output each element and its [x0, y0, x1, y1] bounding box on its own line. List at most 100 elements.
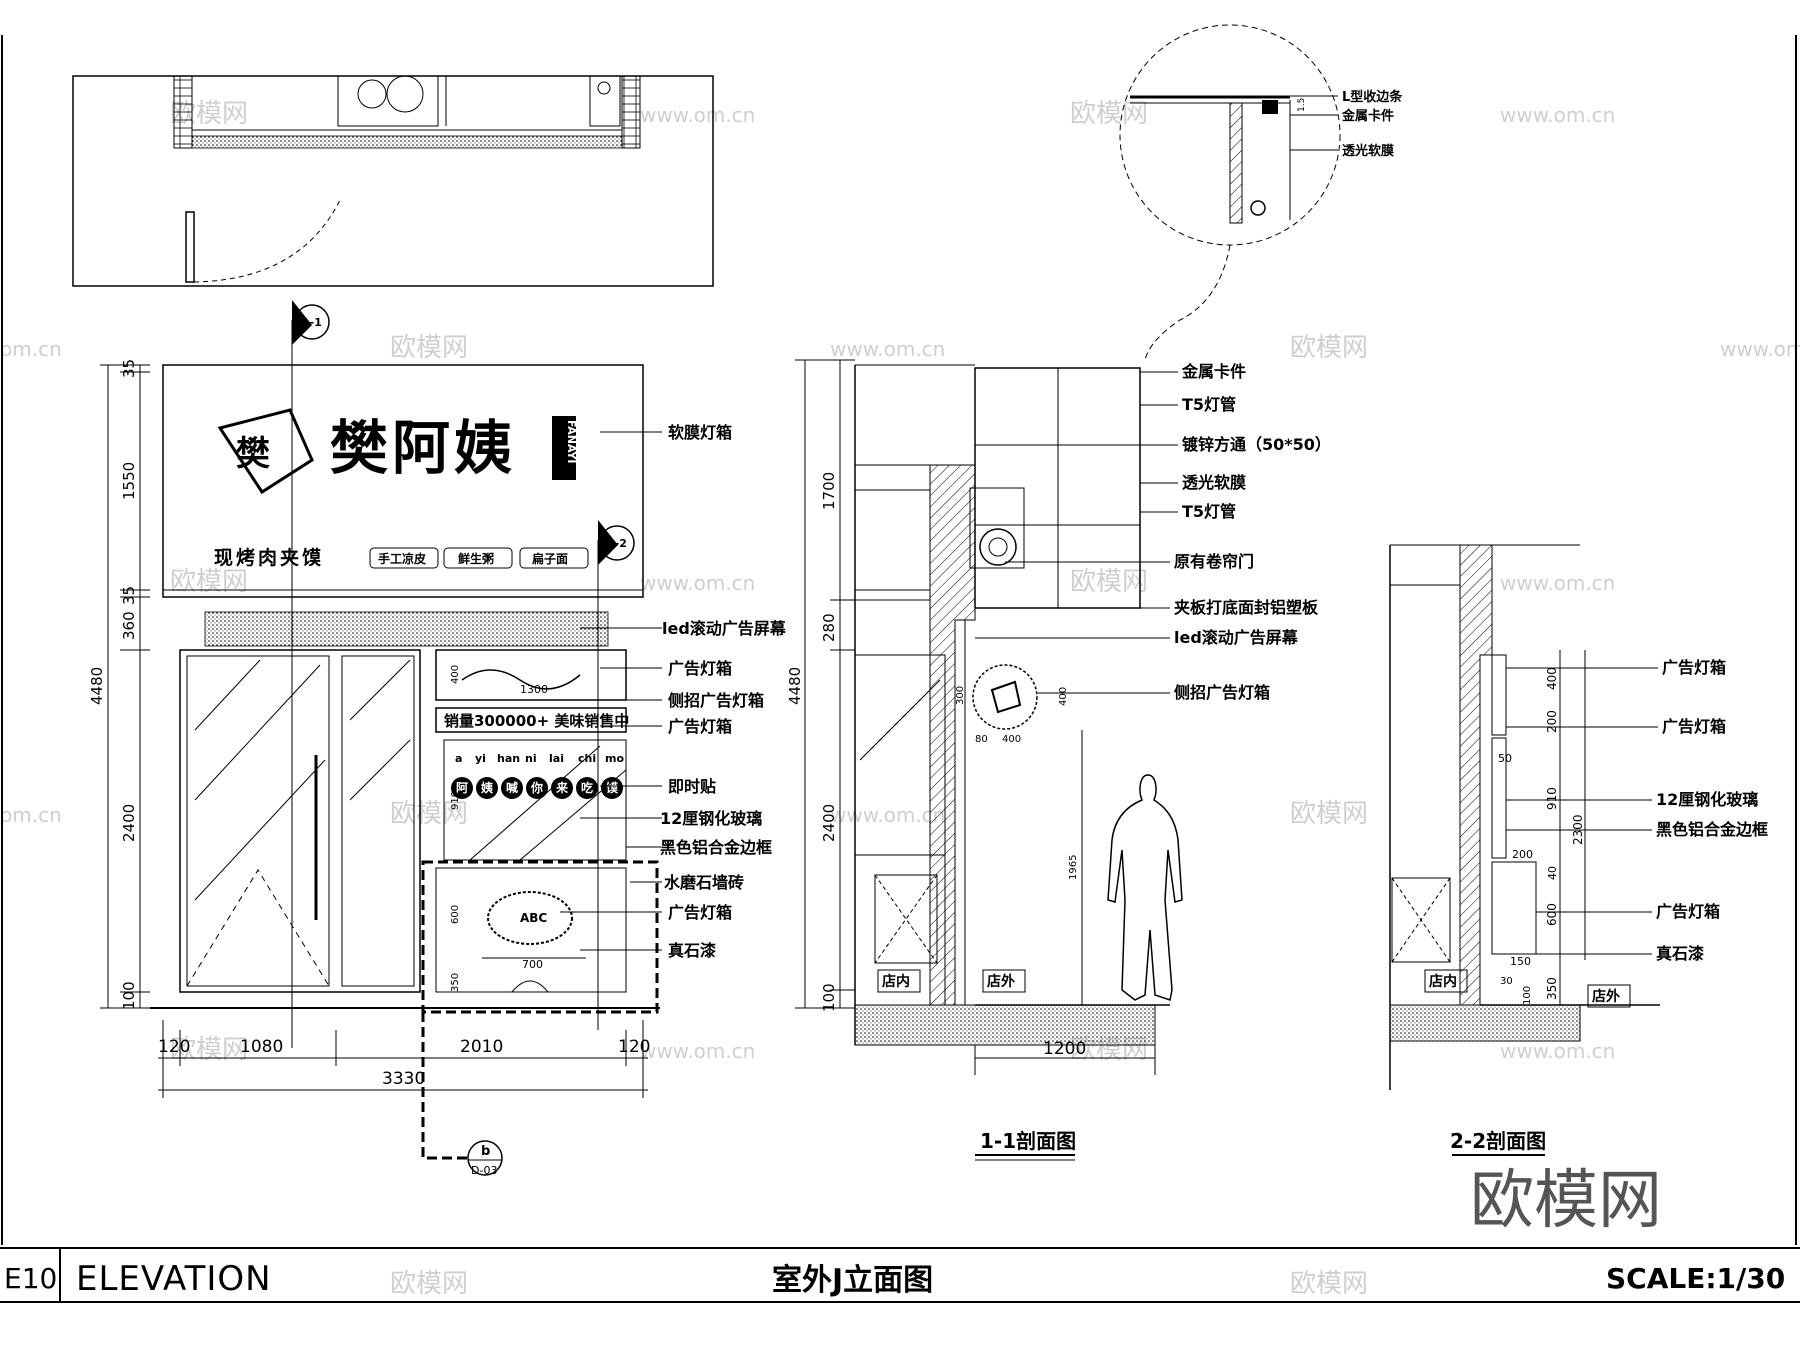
callout: 侧招广告灯箱: [668, 691, 764, 710]
dim-text-total: 4480: [786, 667, 804, 705]
brand-watermark-logo: 欧模网: [1470, 1164, 1662, 1238]
slogan: 现烤肉夹馍: [214, 546, 324, 569]
watermark: 欧模网: [1290, 799, 1368, 829]
inner-dim: 700: [522, 958, 543, 971]
glass-hatch: [349, 659, 411, 721]
main-elevation: 樊 樊阿姨 FANAYI 现烤肉夹馍 手工凉皮 鲜生粥 扁子面 销量300000…: [88, 300, 787, 1177]
callout: 黑色铝合金边框: [1656, 820, 1768, 839]
inner-dim: 1965: [1068, 855, 1079, 880]
glass-hatch: [519, 769, 627, 861]
detail-boundary: [421, 860, 659, 1014]
dim-text: 100: [1522, 986, 1533, 1005]
dim-text: 600: [1545, 903, 1559, 926]
plan-door-swing: [193, 199, 341, 283]
callout: 侧招广告灯箱: [1174, 683, 1270, 702]
glass-hatch: [859, 679, 941, 761]
led-screen: [204, 611, 609, 647]
detail-bubble-top: b: [481, 1144, 490, 1159]
char-circle: [601, 777, 623, 799]
section-floor: [1389, 1004, 1581, 1042]
watermark: om.cn: [0, 803, 62, 827]
inner-dim: 300: [955, 686, 966, 705]
callout: T5灯管: [1182, 395, 1236, 414]
label-outside: 店外: [1592, 988, 1620, 1005]
char-circle: [451, 777, 473, 799]
circle-char: 馍: [606, 780, 618, 795]
detail-wall: [1229, 102, 1243, 224]
label-box: [1424, 969, 1468, 993]
pinyin: a: [455, 752, 462, 765]
callout: 广告灯箱: [668, 717, 732, 736]
drawing-title: 室外J立面图: [772, 1263, 933, 1298]
dim-text: 2400: [120, 804, 138, 842]
callout: 真石漆: [668, 941, 716, 960]
pinyin: mo: [605, 752, 624, 765]
section-title: 2-2剖面图: [1450, 1129, 1546, 1153]
callout: 12厘钢化玻璃: [660, 809, 762, 828]
section-id: 2-2: [607, 537, 627, 550]
pinyin: ni: [525, 752, 537, 765]
stamp-text: ABC: [520, 911, 547, 925]
plan-view: [72, 75, 714, 287]
pinyin: lai: [549, 752, 564, 765]
tag-text: 鲜生粥: [458, 551, 494, 566]
glass-hatch: [194, 659, 261, 731]
glass-hatch: [469, 745, 601, 861]
dim-text: 2400: [820, 804, 838, 842]
tag-text: 扁子面: [532, 551, 568, 566]
callout: 即时贴: [668, 777, 716, 796]
logo-char: 樊: [236, 434, 270, 474]
dims-left: 35 1550 35 360 2400 100 4480: [88, 359, 150, 1010]
dim-text: 120: [158, 1037, 190, 1057]
watermark: 欧模网: [170, 567, 248, 597]
roller-core: [988, 537, 1008, 557]
human-figure: [1107, 774, 1183, 1001]
roller-drum: [979, 528, 1017, 566]
cabinet-cross: [1391, 877, 1451, 963]
glass-door-leaf: [186, 655, 330, 987]
char-circle: [551, 777, 573, 799]
callout: 水磨石墙砖: [664, 873, 744, 892]
circle-char: 姨: [481, 780, 494, 795]
callout: 镀锌方通（50*50）: [1182, 435, 1331, 454]
tag-box: [443, 547, 513, 569]
dim-text: 350: [1545, 977, 1559, 1000]
callout: 夹板打底面封铝塑板: [1174, 598, 1319, 617]
label-inside: 店内: [1429, 973, 1457, 990]
detail-bubble: [467, 1140, 503, 1176]
callout: 金属卡件: [1341, 108, 1394, 124]
dim-text: 120: [618, 1037, 650, 1057]
watermark: 欧模网: [1070, 99, 1148, 129]
callout: 广告灯箱: [1656, 902, 1720, 921]
ad-box-top: [435, 649, 627, 701]
label-box: [877, 969, 921, 993]
callout: 原有卷帘门: [1174, 552, 1254, 571]
ad-box: [1491, 654, 1507, 736]
dim-text: 200: [1545, 710, 1559, 733]
sheet-code: E10: [4, 1262, 57, 1295]
section-1-1-callouts: 金属卡件 T5灯管 镀锌方通（50*50） 透光软膜 T5灯管 原有卷帘门 夹板…: [975, 362, 1331, 702]
dim-text: 35: [120, 359, 138, 378]
glass-hatch: [194, 759, 326, 901]
char-circle: [576, 777, 598, 799]
dim-text: 1200: [1043, 1039, 1086, 1059]
dim-text: 200: [1512, 848, 1533, 861]
sign-box: [162, 364, 644, 598]
watermark: www.om.cn: [640, 103, 755, 127]
dim-text: 2010: [460, 1037, 503, 1057]
inner-dim: 350: [450, 973, 461, 992]
circle-char: 吃: [581, 780, 593, 795]
callout: 广告灯箱: [668, 903, 732, 922]
logo-emblem: [217, 408, 314, 495]
cabinet: [874, 874, 938, 964]
callout: 真石漆: [1656, 944, 1704, 963]
callout: led滚动广告屏幕: [1174, 628, 1299, 647]
stamp-logo: [487, 891, 573, 945]
plan-facade: [191, 135, 623, 149]
side-sign: [972, 664, 1038, 730]
window-glass: [443, 739, 627, 861]
dim-text: 30: [1500, 976, 1513, 987]
label-inside: 店内: [882, 973, 910, 990]
callout: 透光软膜: [1182, 473, 1246, 492]
